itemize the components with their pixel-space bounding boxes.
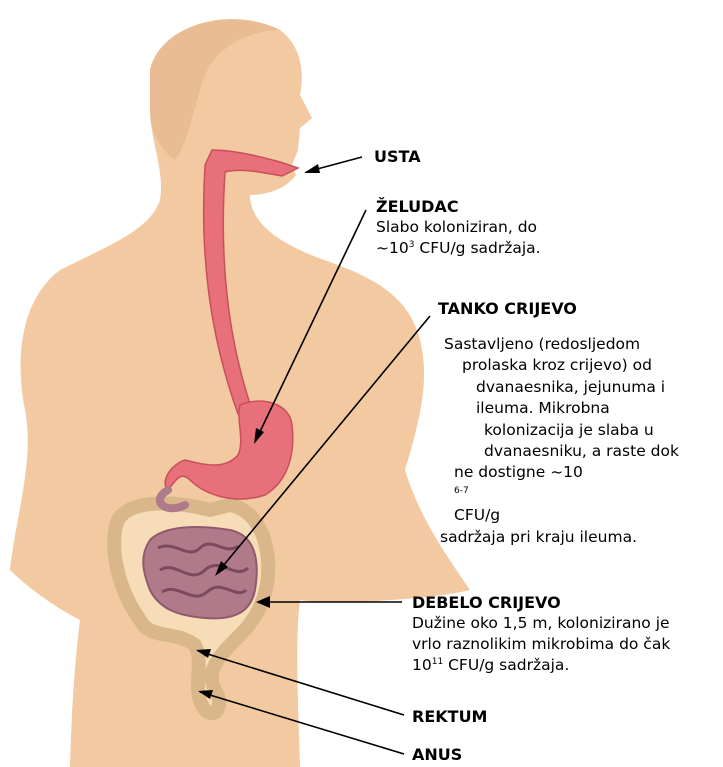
tanko-line-8: sadržaja pri kraju ileuma. [438,527,698,548]
zeludac-line2-sup: 3 [409,240,415,250]
label-anus-title: ANUS [412,745,462,764]
zeludac-line2-pre: ~10 [376,239,409,257]
tanko-line-4: ileuma. Mikrobna [438,398,698,419]
debelo-line3-post: CFU/g sadržaja. [443,656,569,674]
debelo-line3-sup: 11 [432,657,443,667]
label-zeludac-line1: Slabo koloniziran, do [376,217,541,238]
label-usta-title: USTA [374,147,421,166]
tanko-line-2: prolaska kroz crijevo) od [438,355,698,376]
tanko-line7-sup: 6-7 [454,486,469,496]
tanko-line-1: Sastavljeno (redosljedom [438,334,698,355]
tanko-line-3: dvanaesnika, jejunuma i [438,377,698,398]
label-rektum-title: REKTUM [412,707,487,726]
label-zeludac-line2: ~103 CFU/g sadržaja. [376,238,541,259]
label-tanko-title: TANKO CRIJEVO [438,299,577,318]
label-anus: ANUS [412,744,462,766]
tanko-line7-pre: ne dostigne ~10 [454,462,698,483]
label-rektum: REKTUM [412,706,487,728]
label-debelo-title: DEBELO CRIJEVO [412,592,670,613]
tanko-line-6: dvanaesniku, a raste dok [438,441,698,462]
label-tanko-description: Sastavljeno (redosljedom prolaska kroz c… [438,334,698,548]
label-usta: USTA [374,146,421,168]
label-debelo-line3: 1011 CFU/g sadržaja. [412,655,670,676]
zeludac-line2-post: CFU/g sadržaja. [414,239,540,257]
arrowhead-usta [304,164,320,173]
debelo-line3-pre: 10 [412,656,432,674]
tanko-line-5: kolonizacija je slaba u [438,420,698,441]
label-debelo-line1: Dužine oko 1,5 m, kolonizirano je [412,613,670,634]
label-debelo-line2: vrlo raznolikim mikrobima do čak [412,634,670,655]
label-zeludac-title: ŽELUDAC [376,196,541,217]
label-debelo-crijevo: DEBELO CRIJEVO Dužine oko 1,5 m, koloniz… [412,592,670,676]
tanko-line7-post: CFU/g [454,505,698,526]
label-tanko-crijevo: TANKO CRIJEVO [438,298,577,320]
label-zeludac: ŽELUDAC Slabo koloniziran, do ~103 CFU/g… [376,196,541,259]
tanko-line-7: ne dostigne ~10 6-7 CFU/g [438,462,698,526]
